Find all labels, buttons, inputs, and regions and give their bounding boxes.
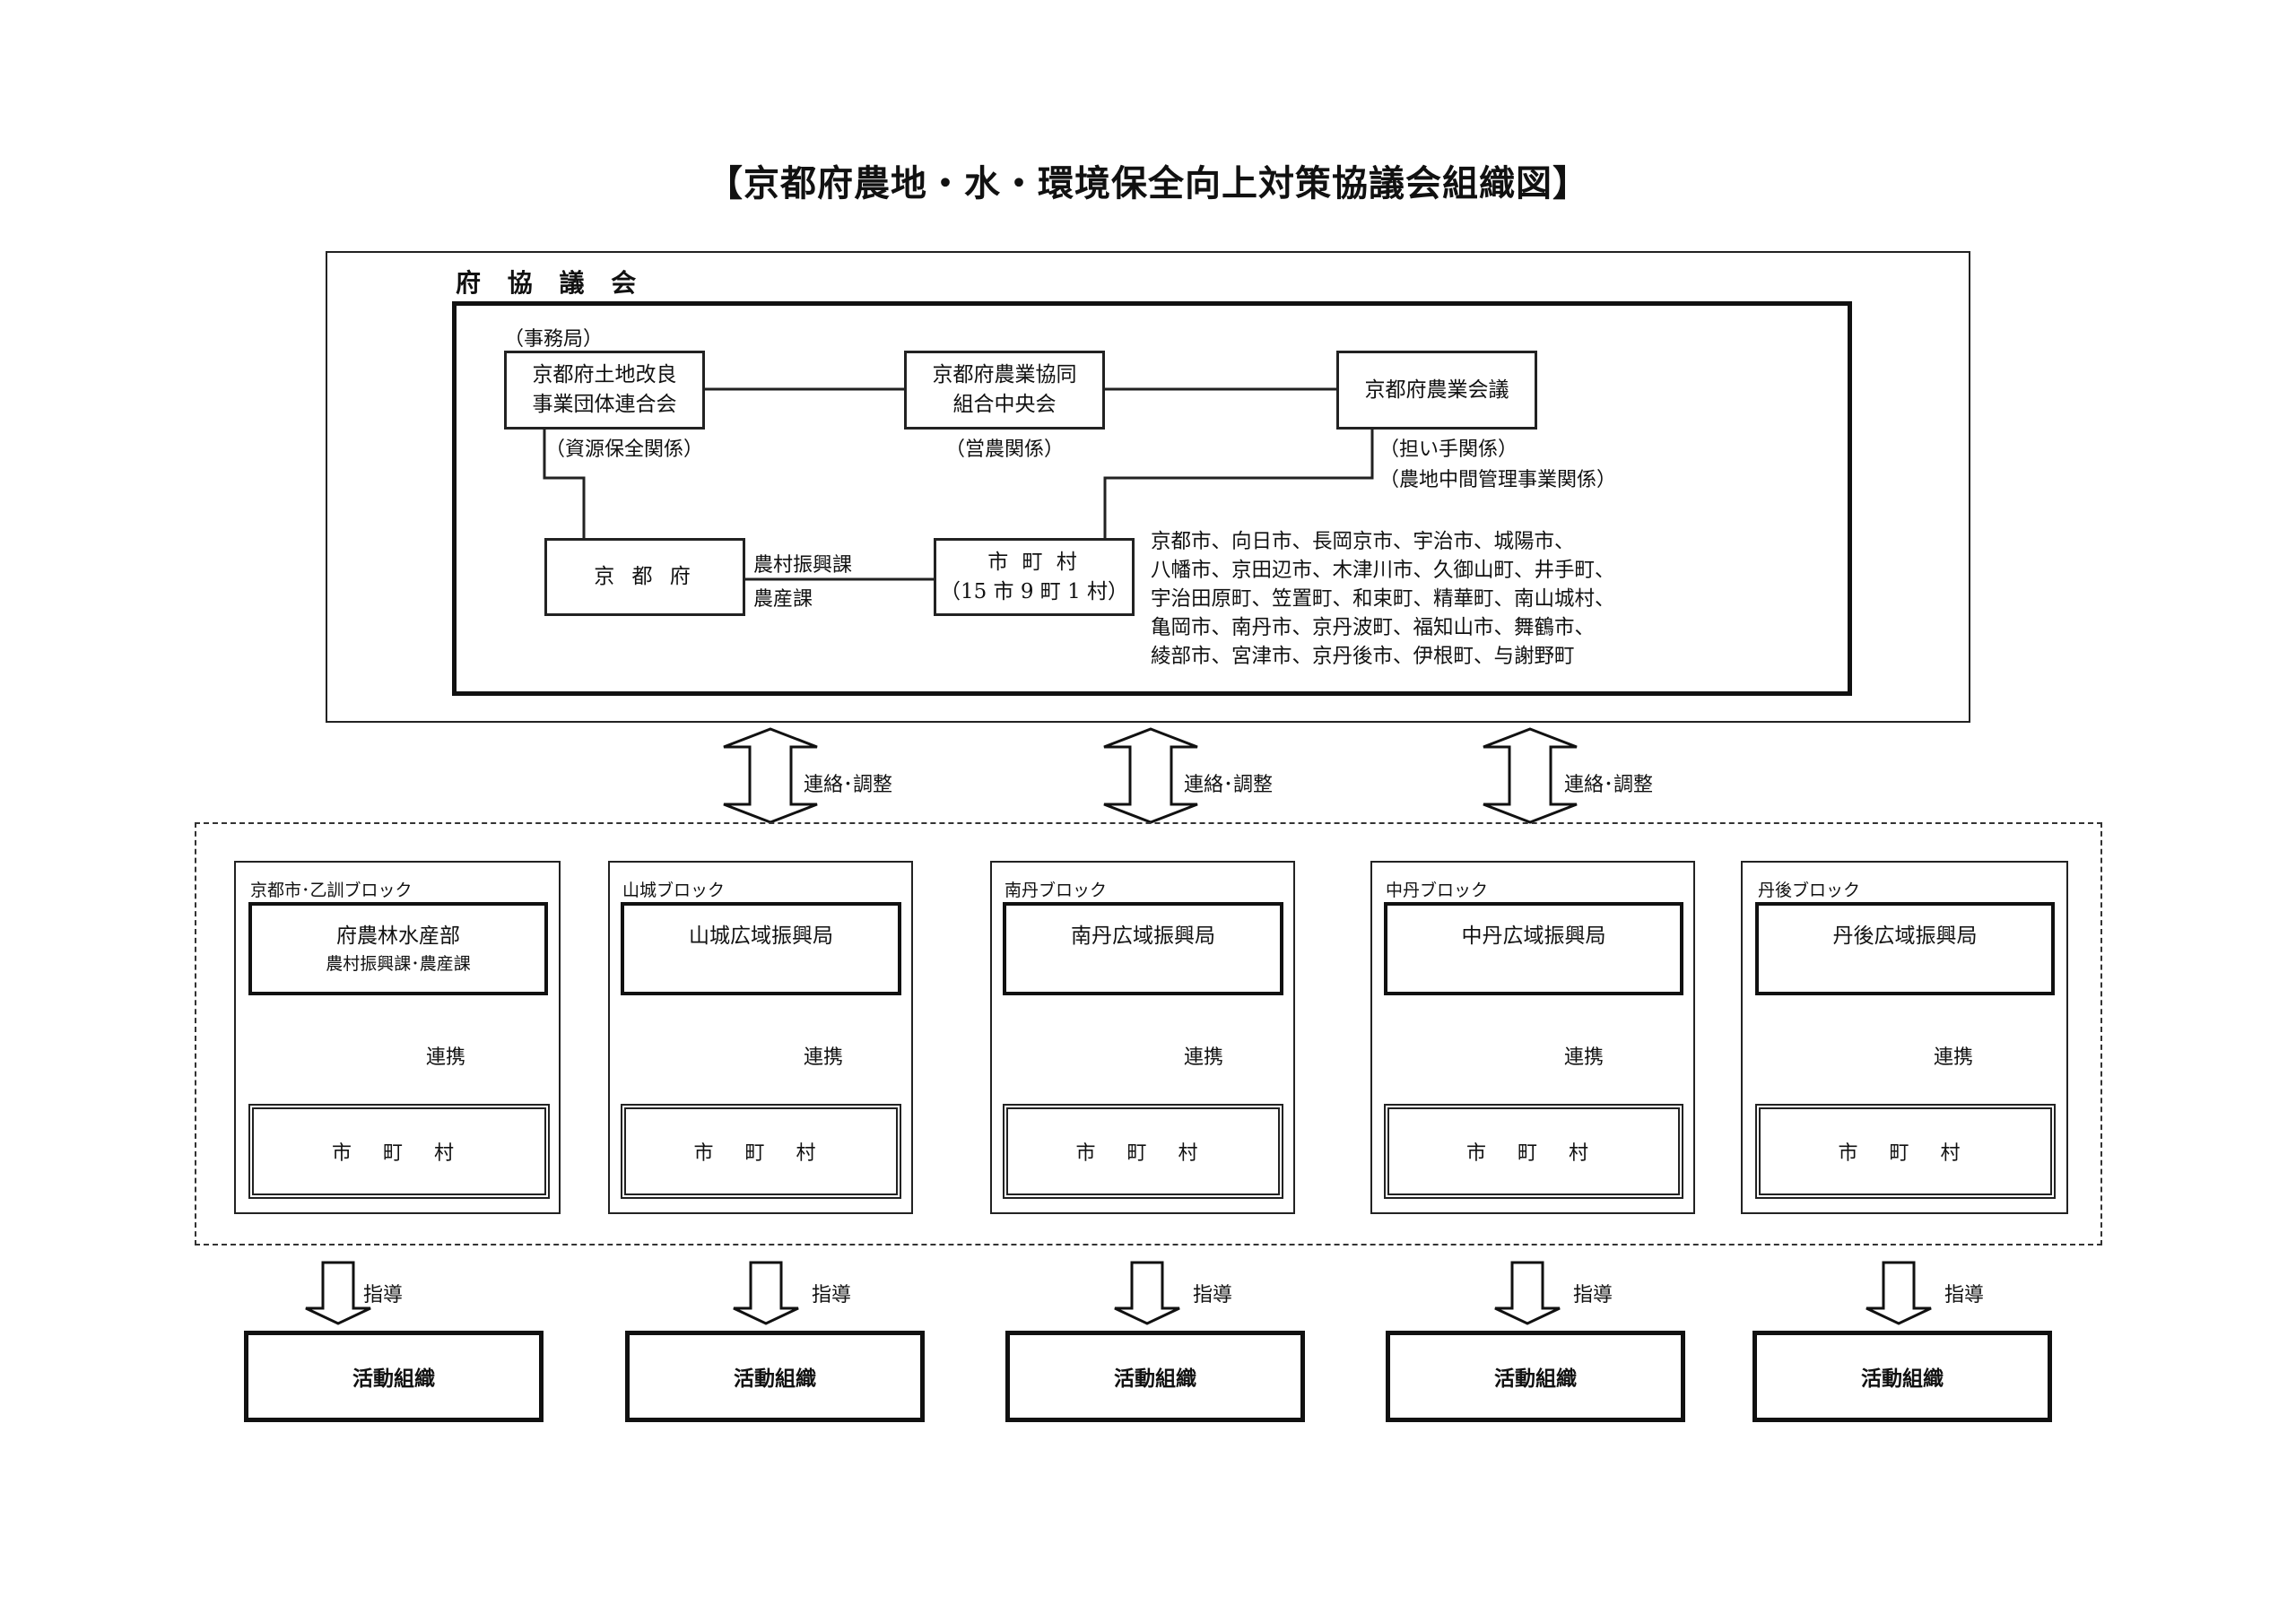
land-improvement-relation: （資源保全関係）	[545, 438, 704, 461]
municipality-list: 京都市、向日市、長岡京市、宇治市、城陽市、 八幡市、京田辺市、木津川市、久御山町…	[1151, 527, 1615, 671]
land-improvement-line2: 事業団体連合会	[532, 393, 677, 416]
regional-office-box: 山城広域振興局	[621, 902, 901, 995]
link-label: 連携	[1934, 1046, 1974, 1069]
block-label: 中丹ブロック	[1386, 881, 1489, 900]
municipality-list-line: 綾部市、宮津市、京丹後市、伊根町、与謝野町	[1151, 645, 1575, 668]
activity-organization-box: 活動組織	[244, 1331, 544, 1422]
regional-office-name: 丹後広域振興局	[1832, 924, 1978, 948]
block-label: 南丹ブロック	[1004, 881, 1108, 900]
regional-office-sub: 農村振興課･農産課	[326, 954, 471, 974]
guidance-label: 指導	[1944, 1284, 1985, 1306]
land-improvement-line1: 京都府土地改良	[532, 363, 677, 386]
kyoto-prefecture-label: 京 都 府	[594, 565, 696, 588]
municipality-list-line: 八幡市、京田辺市、木津川市、久御山町、井手町、	[1151, 559, 1615, 582]
municipality-list-line: 宇治田原町、笠置町、和束町、精華町、南山城村、	[1151, 587, 1615, 611]
regional-office-name: 山城広域振興局	[689, 924, 833, 948]
prefecture-dept-agri: 農産課	[753, 588, 813, 611]
municipalities-box: 市 町 村 （15 市 9 町 1 村）	[934, 538, 1135, 616]
guidance-down-arrow-icon	[1494, 1261, 1561, 1325]
ja-central-union-box: 京都府農業協同 組合中央会	[904, 351, 1105, 430]
agri-council-line1: 京都府農業会議	[1364, 378, 1509, 402]
activity-organization-box: 活動組織	[1752, 1331, 2052, 1422]
guidance-label: 指導	[1573, 1284, 1613, 1306]
ja-central-relation: （営農関係）	[945, 438, 1065, 461]
guidance-label: 指導	[1193, 1284, 1233, 1306]
agri-council-relation-2: （農地中間管理事業関係）	[1379, 469, 1617, 491]
regional-office-name: 府農林水産部	[336, 924, 460, 948]
secretariat-note: （事務局）	[504, 328, 604, 351]
link-label: 連携	[426, 1046, 466, 1069]
guidance-down-arrow-icon	[1866, 1261, 1932, 1325]
activity-organization-box: 活動組織	[625, 1331, 925, 1422]
guidance-down-arrow-icon	[733, 1261, 799, 1325]
regional-office-box: 丹後広域振興局	[1755, 902, 2055, 995]
council-members-frame	[452, 301, 1852, 696]
block-label: 山城ブロック	[622, 881, 726, 900]
link-label: 連携	[1564, 1046, 1605, 1069]
coordination-label: 連絡･調整	[1184, 774, 1274, 796]
guidance-down-arrow-icon	[1114, 1261, 1180, 1325]
regional-office-box: 府農林水産部 農村振興課･農産課	[248, 902, 548, 995]
guidance-label: 指導	[363, 1284, 404, 1306]
regional-office-name: 中丹広域振興局	[1461, 924, 1606, 948]
chart-title: 【京都府農地・水・環境保全向上対策協議会組織図】	[707, 163, 1589, 204]
block-municipalities-box: 市 町 村	[1384, 1104, 1683, 1199]
coordination-double-arrow-icon	[1483, 727, 1578, 824]
municipality-list-line: 亀岡市、南丹市、京丹波町、福知山市、舞鶴市、	[1151, 616, 1596, 639]
coordination-label: 連絡･調整	[804, 774, 893, 796]
regional-office-box: 中丹広域振興局	[1384, 902, 1683, 995]
block-municipalities-box: 市 町 村	[1003, 1104, 1283, 1199]
block-label: 京都市･乙訓ブロック	[250, 881, 413, 900]
prefectural-council-frame	[326, 251, 1970, 723]
agricultural-council-box: 京都府農業会議	[1336, 351, 1537, 430]
coordination-label: 連絡･調整	[1564, 774, 1654, 796]
block-municipalities-box: 市 町 村	[621, 1104, 901, 1199]
land-improvement-federation-box: 京都府土地改良 事業団体連合会	[504, 351, 705, 430]
municipalities-line2: （15 市 9 町 1 村）	[939, 579, 1129, 603]
block-municipalities-box: 市 町 村	[248, 1104, 550, 1199]
link-label: 連携	[804, 1046, 844, 1069]
regional-blocks-area	[195, 822, 2102, 1245]
municipality-list-line: 京都市、向日市、長岡京市、宇治市、城陽市、	[1151, 530, 1575, 553]
kyoto-prefecture-box: 京 都 府	[544, 538, 745, 616]
regional-office-box: 南丹広域振興局	[1003, 902, 1283, 995]
activity-organization-box: 活動組織	[1386, 1331, 1685, 1422]
prefectural-council-label: 府 協 議 会	[456, 268, 646, 298]
municipalities-line1: 市 町 村	[987, 550, 1081, 574]
block-municipalities-box: 市 町 村	[1755, 1104, 2056, 1199]
prefecture-dept-rural: 農村振興課	[753, 554, 853, 577]
ja-central-line2: 組合中央会	[952, 393, 1057, 416]
link-label: 連携	[1184, 1046, 1224, 1069]
activity-organization-box: 活動組織	[1005, 1331, 1305, 1422]
agri-council-relation-1: （担い手関係）	[1379, 438, 1518, 461]
guidance-label: 指導	[812, 1284, 852, 1306]
regional-office-name: 南丹広域振興局	[1071, 924, 1215, 948]
block-label: 丹後ブロック	[1758, 881, 1861, 900]
guidance-down-arrow-icon	[305, 1261, 371, 1325]
ja-central-line1: 京都府農業協同	[932, 363, 1077, 386]
